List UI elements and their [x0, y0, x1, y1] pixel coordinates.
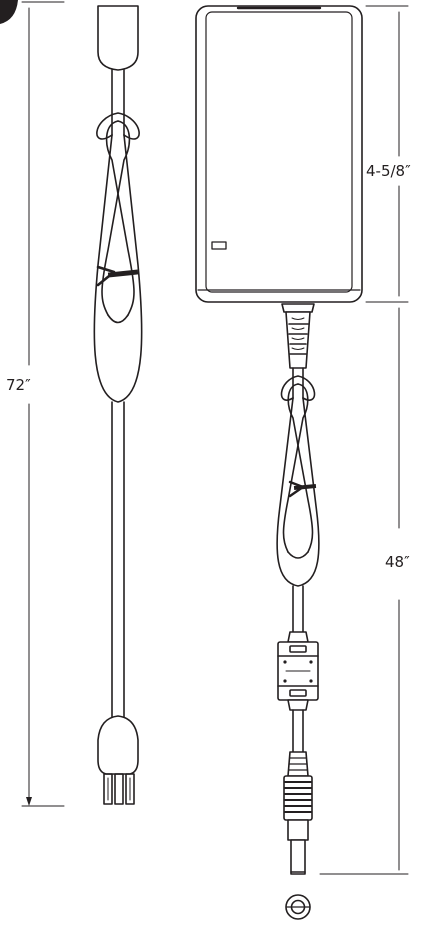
ac-cord-loop-outer — [93, 134, 143, 403]
dc-barrel-tip — [290, 839, 306, 875]
device-edge-fragment — [0, 0, 18, 24]
power-adapter-body — [195, 5, 363, 303]
adapter-face-panel — [205, 11, 353, 293]
total-length-label: 72″ — [6, 376, 31, 394]
dc-cord-length-label: 48″ — [385, 553, 410, 571]
adapter-height-dimension — [365, 5, 409, 303]
adapter-height-label: 4-5/8″ — [366, 162, 411, 180]
ac-cord-loop-top — [96, 112, 140, 140]
dc-output-cord — [276, 303, 320, 875]
dc-barrel-end-view-icon — [285, 894, 311, 920]
ac-power-cord — [93, 5, 143, 805]
three-prong-plug-icon — [97, 715, 139, 775]
dc-length-dimension — [319, 307, 409, 875]
dc-cord-loop-outer — [276, 397, 320, 587]
plug-prong-middle — [114, 773, 124, 805]
total-length-dimension — [21, 1, 65, 807]
plug-prong-left — [103, 773, 113, 805]
plug-prong-right — [125, 773, 135, 805]
adapter-housing — [195, 5, 363, 303]
dc-cord-loop-top — [280, 375, 316, 401]
rectangle-indicator-icon — [211, 241, 227, 250]
ac-cord-top-connector — [97, 5, 139, 71]
